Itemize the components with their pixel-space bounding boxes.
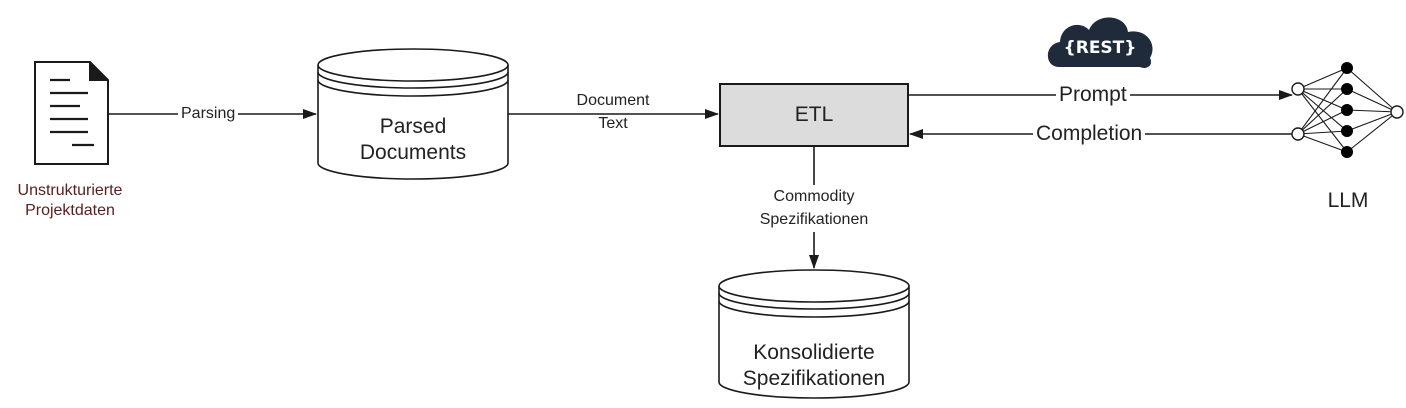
consolidated-label: Konsolidierte Spezifikationen	[719, 340, 909, 393]
document-icon	[34, 61, 109, 165]
source-label-line2: Projektdaten	[25, 202, 115, 219]
consolidated-line1: Konsolidierte	[753, 341, 875, 364]
parsed-documents-cylinder	[317, 48, 509, 180]
parsing-label: Parsing	[178, 104, 239, 124]
parsed-documents-line1: Parsed	[379, 115, 447, 138]
etl-box	[719, 83, 909, 147]
completion-label: Completion	[1033, 121, 1146, 148]
consolidated-specs-cylinder	[718, 269, 910, 399]
neural-network-icon	[1291, 62, 1404, 158]
commodity-label: Commodity Spezifikationen	[744, 185, 884, 232]
document-text-line2: Text	[598, 115, 628, 132]
source-label-line1: Unstrukturierte	[17, 182, 123, 199]
rest-cloud-icon	[1047, 17, 1153, 68]
llm-label: LLM	[1327, 189, 1369, 212]
commodity-line2: Spezifikationen	[759, 211, 869, 228]
consolidated-line2: Spezifikationen	[742, 367, 886, 391]
prompt-label: Prompt	[1056, 82, 1130, 109]
document-text-line1: Document	[576, 92, 650, 109]
parsed-documents-label: Parsed Documents	[318, 114, 508, 167]
rest-label: {REST}	[1063, 38, 1137, 58]
document-text-label: Document Text	[548, 91, 678, 134]
etl-label: ETL	[794, 103, 834, 126]
parsed-documents-line2: Documents	[359, 141, 467, 165]
source-label: Unstrukturierte Projektdaten	[0, 181, 140, 221]
commodity-line1: Commodity	[773, 188, 855, 205]
